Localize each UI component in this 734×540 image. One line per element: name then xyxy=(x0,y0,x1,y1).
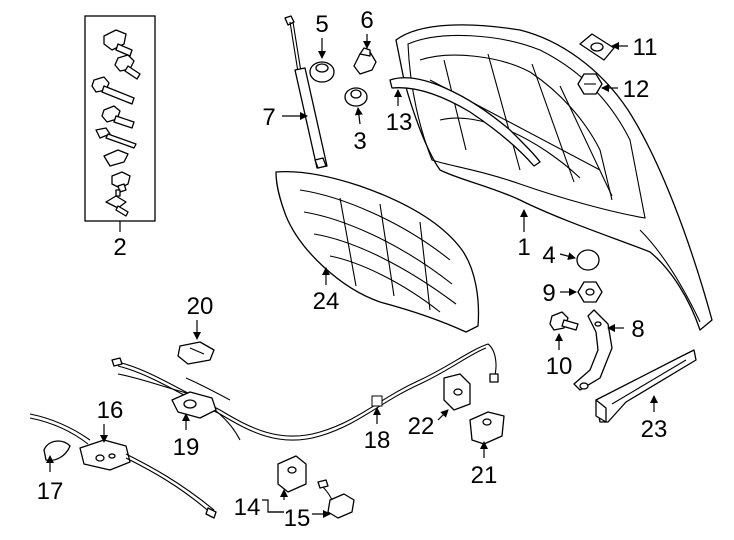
hex-nut xyxy=(577,73,603,95)
push-rivet-icon xyxy=(95,127,137,149)
callout-13: 13 xyxy=(386,109,413,136)
latch-cover xyxy=(43,440,71,462)
callout-9: 9 xyxy=(542,280,555,307)
callout-11: 11 xyxy=(633,34,658,61)
release-handle xyxy=(171,391,217,419)
callout-6: 6 xyxy=(360,7,373,34)
ajar-switch xyxy=(277,455,307,493)
hood-hinge xyxy=(573,309,613,391)
callout-22: 22 xyxy=(408,413,435,440)
callout-4: 4 xyxy=(542,242,555,269)
hood-panel xyxy=(395,24,713,331)
leader-14-bracket xyxy=(262,499,284,513)
cable-guide xyxy=(443,373,471,411)
plug-icon xyxy=(111,171,131,193)
callout-19: 19 xyxy=(173,434,200,461)
wire-connector xyxy=(317,479,355,519)
hood-seal xyxy=(389,77,541,167)
hex-bolt-icon xyxy=(101,105,135,129)
callout-17: 17 xyxy=(37,478,64,505)
prop-bracket xyxy=(595,349,697,423)
callout-21: 21 xyxy=(471,462,498,489)
emblem-bracket xyxy=(579,33,615,61)
flange-bolt-icon xyxy=(103,29,133,57)
leader-4 xyxy=(559,252,576,261)
callout-7: 7 xyxy=(262,104,275,131)
callout-2: 2 xyxy=(113,234,126,261)
callout-20: 20 xyxy=(187,293,214,320)
grommet xyxy=(344,87,368,107)
hood-cap xyxy=(576,249,600,271)
callout-12: 12 xyxy=(623,76,650,103)
long-bolt-icon xyxy=(91,76,135,105)
leader-22 xyxy=(437,409,449,421)
clip-icon xyxy=(103,149,129,167)
callout-23: 23 xyxy=(641,416,668,443)
hinge-bolt xyxy=(549,311,579,331)
cable-clip xyxy=(177,341,215,365)
latch-striker xyxy=(469,411,505,445)
hood-insulator xyxy=(275,170,480,333)
callout-16: 16 xyxy=(97,397,124,424)
callout-10: 10 xyxy=(546,353,573,380)
callout-24: 24 xyxy=(313,288,340,315)
callout-5: 5 xyxy=(315,11,328,38)
hood-bumper xyxy=(309,61,335,83)
hood-strut xyxy=(284,15,328,169)
release-cable xyxy=(111,343,499,441)
hood-latch xyxy=(29,413,217,519)
hood-stop xyxy=(353,47,377,75)
stud-clip-icon xyxy=(105,189,129,217)
callout-18: 18 xyxy=(364,427,391,454)
leader-3 xyxy=(354,107,363,125)
callout-1: 1 xyxy=(517,234,530,261)
flange-nut xyxy=(577,281,603,303)
callout-15: 15 xyxy=(284,505,311,532)
flange-bolt-icon xyxy=(114,54,141,80)
callout-3: 3 xyxy=(353,128,366,155)
hardware-kit-box xyxy=(84,15,156,222)
callout-8: 8 xyxy=(631,316,644,343)
callout-14: 14 xyxy=(234,494,261,521)
